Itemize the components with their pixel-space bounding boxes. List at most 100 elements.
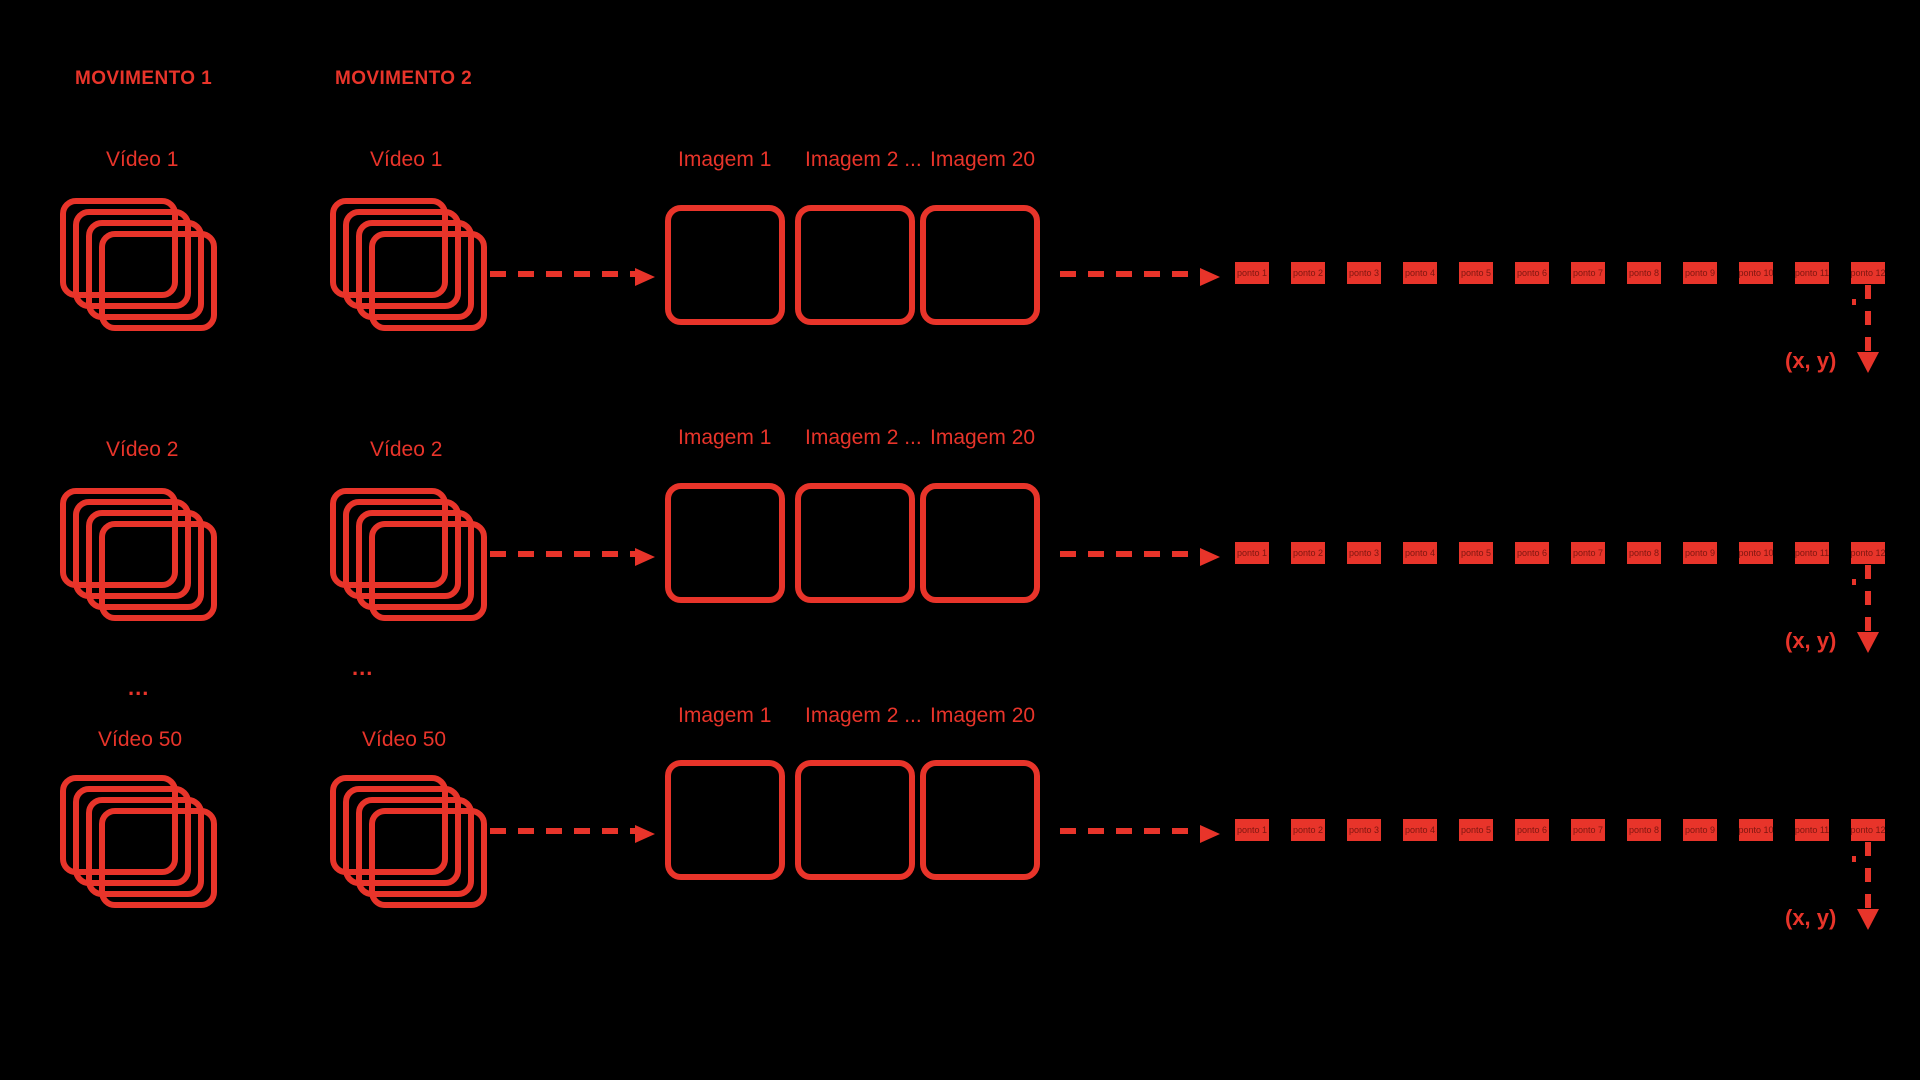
image-frame-2-row3[interactable] bbox=[795, 760, 915, 880]
video-card-4 bbox=[99, 231, 217, 331]
arrow-head bbox=[1857, 632, 1879, 653]
vector-ponto: ponto 10 bbox=[1739, 542, 1773, 564]
video-card-3 bbox=[356, 510, 474, 610]
vector-ponto: ponto 4 bbox=[1403, 262, 1437, 284]
image-frame-1-row1[interactable] bbox=[665, 205, 785, 325]
vector-ponto: ponto 6 bbox=[1515, 262, 1549, 284]
arrow-vector-to-xy-row1 bbox=[1852, 285, 1879, 373]
arrow-shaft bbox=[1060, 551, 1202, 557]
vector-ponto: ponto 12 bbox=[1851, 542, 1885, 564]
vector-ponto: ponto 7 bbox=[1571, 262, 1605, 284]
video-label-m1-row2: Vídeo 2 bbox=[106, 438, 179, 461]
arrow-images-to-vector-row1 bbox=[1060, 268, 1220, 286]
arrow-vector-to-xy-row3 bbox=[1852, 842, 1879, 930]
vector-ponto: ponto 6 bbox=[1515, 542, 1549, 564]
vector-ponto: ponto 11 bbox=[1795, 262, 1829, 284]
video-card-1 bbox=[330, 198, 448, 298]
arrow-video-to-images-row2 bbox=[490, 548, 655, 566]
video-card-1 bbox=[330, 775, 448, 875]
video-stack-m2-row3[interactable] bbox=[330, 775, 490, 910]
video-card-4 bbox=[369, 231, 487, 331]
vector-ponto: ponto 2 bbox=[1291, 262, 1325, 284]
vector-ponto: ponto 8 bbox=[1627, 542, 1661, 564]
arrow-head bbox=[635, 548, 655, 566]
arrow-shaft bbox=[1060, 828, 1202, 834]
arrow-vector-to-xy-row2 bbox=[1852, 565, 1879, 653]
video-card-2 bbox=[73, 786, 191, 886]
video-card-1 bbox=[60, 775, 178, 875]
vector-ponto: ponto 12 bbox=[1851, 262, 1885, 284]
image-frame-20-row1[interactable] bbox=[920, 205, 1040, 325]
video-stack-m2-row1[interactable] bbox=[330, 198, 490, 333]
image-frame-1-row3[interactable] bbox=[665, 760, 785, 880]
video-stack-m1-row2[interactable] bbox=[60, 488, 220, 623]
arrow-images-to-vector-row3 bbox=[1060, 825, 1220, 843]
video-card-3 bbox=[356, 220, 474, 320]
imagem-label-2-row2: Imagem 2 ... bbox=[805, 426, 922, 449]
video-card-4 bbox=[369, 808, 487, 908]
vector-ponto: ponto 2 bbox=[1291, 819, 1325, 841]
arrow-tick bbox=[1852, 579, 1856, 585]
video-card-1 bbox=[60, 488, 178, 588]
vector-ponto: ponto 11 bbox=[1795, 819, 1829, 841]
vector-ponto: ponto 4 bbox=[1403, 542, 1437, 564]
arrow-video-to-images-row1 bbox=[490, 268, 655, 286]
imagem-label-2-row1: Imagem 2 ... bbox=[805, 148, 922, 171]
arrow-video-to-images-row3 bbox=[490, 825, 655, 843]
video-card-2 bbox=[343, 786, 461, 886]
video-card-3 bbox=[86, 220, 204, 320]
arrow-images-to-vector-row2 bbox=[1060, 548, 1220, 566]
vector-ponto: ponto 1 bbox=[1235, 542, 1269, 564]
vector-ponto: ponto 3 bbox=[1347, 262, 1381, 284]
arrow-head bbox=[1200, 825, 1220, 843]
video-label-m1-row1: Vídeo 1 bbox=[106, 148, 179, 171]
image-frame-20-row3[interactable] bbox=[920, 760, 1040, 880]
arrow-tick bbox=[1852, 856, 1856, 862]
vector-ponto: ponto 5 bbox=[1459, 542, 1493, 564]
image-frame-2-row1[interactable] bbox=[795, 205, 915, 325]
video-card-4 bbox=[99, 808, 217, 908]
imagem-label-1-row2: Imagem 1 bbox=[678, 426, 772, 449]
xy-coordinate-label-row1: (x, y) bbox=[1785, 348, 1837, 373]
video-card-3 bbox=[86, 797, 204, 897]
image-frame-1-row2[interactable] bbox=[665, 483, 785, 603]
arrow-head bbox=[1200, 548, 1220, 566]
video-stack-m1-row3[interactable] bbox=[60, 775, 220, 910]
vector-ponto: ponto 10 bbox=[1739, 262, 1773, 284]
vector-ponto: ponto 8 bbox=[1627, 819, 1661, 841]
vector-ponto: ponto 9 bbox=[1683, 542, 1717, 564]
video-stack-m1-row1[interactable] bbox=[60, 198, 220, 333]
vector-ponto: ponto 2 bbox=[1291, 542, 1325, 564]
arrow-shaft bbox=[1060, 271, 1202, 277]
vector-ponto: ponto 5 bbox=[1459, 262, 1493, 284]
imagem-label-20-row2: Imagem 20 bbox=[930, 426, 1036, 449]
video-card-2 bbox=[73, 499, 191, 599]
imagem-label-1-row3: Imagem 1 bbox=[678, 704, 772, 727]
video-card-2 bbox=[343, 209, 461, 309]
vector-ponto: ponto 1 bbox=[1235, 819, 1269, 841]
xy-coordinate-label-row2: (x, y) bbox=[1785, 628, 1837, 653]
vector-ponto: ponto 9 bbox=[1683, 262, 1717, 284]
arrow-shaft bbox=[490, 551, 637, 557]
image-frame-20-row2[interactable] bbox=[920, 483, 1040, 603]
vector-ponto: ponto 11 bbox=[1795, 542, 1829, 564]
video-label-m2-row1: Vídeo 1 bbox=[370, 148, 443, 171]
heading-movimento-1: MOVIMENTO 1 bbox=[75, 68, 213, 89]
vector-ponto: ponto 3 bbox=[1347, 819, 1381, 841]
video-stack-m2-row2[interactable] bbox=[330, 488, 490, 623]
imagem-label-1-row1: Imagem 1 bbox=[678, 148, 772, 171]
video-label-m1-row3: Vídeo 50 bbox=[98, 728, 183, 751]
vector-ponto: ponto 1 bbox=[1235, 262, 1269, 284]
video-card-1 bbox=[60, 198, 178, 298]
vector-ponto: ponto 8 bbox=[1627, 262, 1661, 284]
video-card-2 bbox=[73, 209, 191, 309]
imagem-label-20-row3: Imagem 20 bbox=[930, 704, 1036, 727]
arrow-shaft bbox=[490, 828, 637, 834]
video-card-4 bbox=[369, 521, 487, 621]
image-frame-2-row2[interactable] bbox=[795, 483, 915, 603]
vector-ponto: ponto 5 bbox=[1459, 819, 1493, 841]
xy-coordinate-label-row3: (x, y) bbox=[1785, 905, 1837, 930]
